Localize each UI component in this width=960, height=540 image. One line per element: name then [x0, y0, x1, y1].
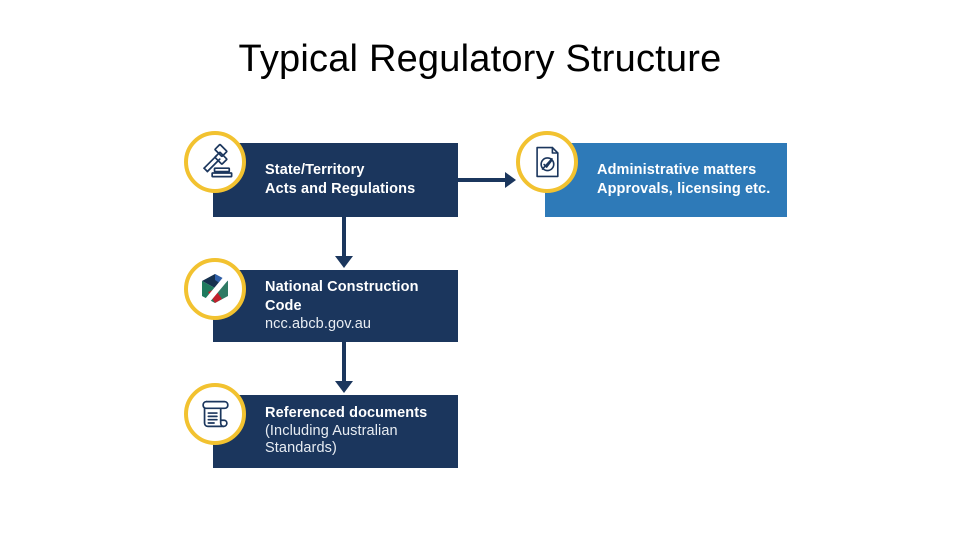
connector-ncc-to-referenced-arrowhead — [335, 381, 353, 393]
gavel-icon-badge — [184, 131, 246, 193]
scroll-icon — [196, 395, 234, 433]
node-administrative-matters[interactable]: Administrative matters Approvals, licens… — [545, 143, 787, 217]
connector-ncc-to-referenced-line — [342, 342, 346, 384]
node-ncc-url[interactable]: ncc.abcb.gov.au — [265, 316, 372, 333]
connector-state-to-ncc-arrowhead — [335, 256, 353, 268]
node-referenced-documents[interactable]: Referenced documents (Including Australi… — [213, 395, 458, 468]
node-national-construction-code[interactable]: National Construction Code ncc.abcb.gov.… — [213, 270, 458, 342]
node-state-territory-line-2: Acts and Regulations — [265, 181, 416, 197]
connector-state-to-admin-arrowhead — [505, 172, 516, 188]
gavel-icon — [196, 143, 234, 181]
connector-state-to-admin-line — [458, 178, 508, 182]
node-referenced-documents-line-3: Standards) — [265, 440, 337, 457]
node-referenced-documents-line-1: Referenced documents — [265, 404, 428, 421]
connector-state-to-ncc-line — [342, 217, 346, 259]
node-ncc-line-1: National Construction Code — [265, 279, 419, 314]
node-administrative-matters-line-2: Approvals, licensing etc. — [597, 181, 771, 197]
node-referenced-documents-line-2: (Including Australian — [265, 422, 398, 439]
document-check-icon — [529, 144, 565, 180]
node-state-territory[interactable]: State/Territory Acts and Regulations — [213, 143, 458, 217]
document-check-icon-badge — [516, 131, 578, 193]
node-state-territory-line-1: State/Territory — [265, 162, 365, 179]
ncc-cube-icon-badge — [184, 258, 246, 320]
page-title: Typical Regulatory Structure — [238, 38, 722, 80]
scroll-icon-badge — [184, 383, 246, 445]
node-administrative-matters-line-1: Administrative matters — [597, 162, 757, 179]
ncc-cube-icon — [195, 269, 235, 309]
